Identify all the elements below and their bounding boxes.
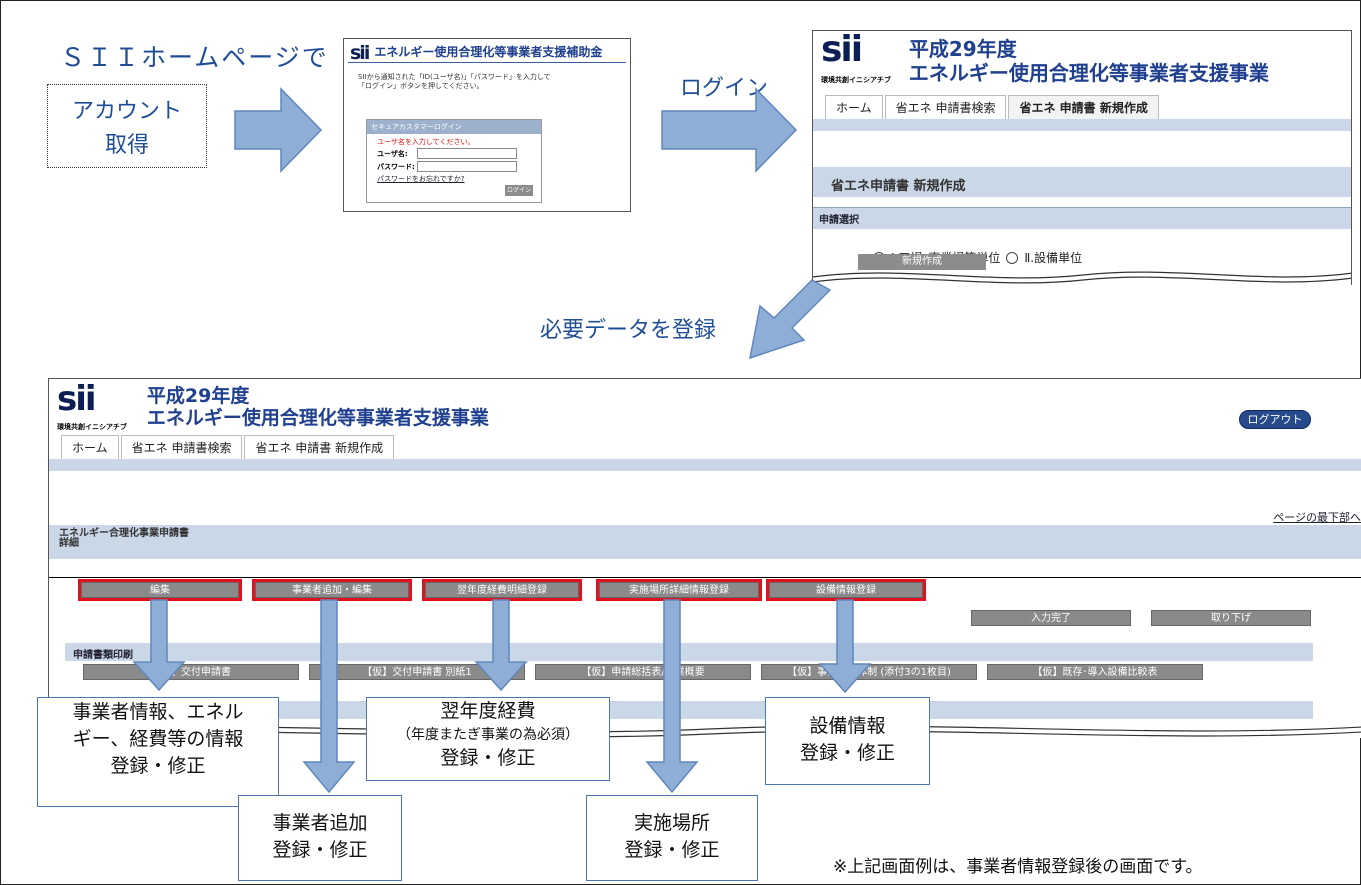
callout-site: 実施場所 登録・修正 xyxy=(586,795,758,881)
login-label: ログイン xyxy=(680,76,769,101)
logout-button[interactable]: ログアウト xyxy=(1239,410,1311,429)
account-box: アカウント 取得 xyxy=(47,84,207,168)
detail-title-2: エネルギー使用合理化等事業者支援事業 xyxy=(146,407,489,429)
next-year-expense-button[interactable]: 翌年度経費明細登録 xyxy=(422,579,582,601)
footnote: ※上記画面例は、事業者情報登録後の画面です。 xyxy=(833,857,1203,877)
detail-screenshot: sii 環境共創イニシアチブ 平成29年度 エネルギー使用合理化等事業者支援事業… xyxy=(48,378,1361,738)
detail-title-1: 平成29年度 xyxy=(146,385,250,407)
add-business-button[interactable]: 事業者追加・編集 xyxy=(252,579,412,601)
arrow-right-icon xyxy=(661,87,798,173)
login-button[interactable]: ログイン xyxy=(505,185,533,196)
print-button-2[interactable]: 【仮】交付申請書 別紙1 xyxy=(309,664,525,680)
create-title-1: 平成29年度 xyxy=(908,37,1017,61)
callout-business-info: 事業者情報、エネル ギー、経費等の情報 登録・修正 xyxy=(37,697,279,807)
username-label: ユーザ名: xyxy=(377,149,408,158)
withdraw-button[interactable]: 取り下げ xyxy=(1151,610,1311,626)
tab-create[interactable]: 省エネ 申請書 新規作成 xyxy=(244,435,395,459)
create-new-button[interactable]: 新規作成 xyxy=(858,254,986,270)
tab-search[interactable]: 省エネ 申請書検索 xyxy=(884,95,1007,119)
print-button-1[interactable]: 【仮】交付申請書 xyxy=(83,664,299,680)
register-label: 必要データを登録 xyxy=(540,318,717,343)
login-instruction-1: SIIから通知された「ID(ユーザ名)」「パスワード」を入力して xyxy=(358,73,551,81)
radio-option2[interactable] xyxy=(1006,251,1019,264)
forgot-password-link[interactable]: パスワードをお忘れですか? xyxy=(377,175,465,183)
sii-logo: sii 環境共創イニシアチブ xyxy=(821,30,891,85)
arrow-down-left-icon xyxy=(749,279,832,360)
account-line2: 取得 xyxy=(104,133,149,158)
arrow-right-icon xyxy=(234,87,323,173)
password-label: パスワード: xyxy=(377,162,415,171)
tab-create[interactable]: 省エネ 申請書 新規作成 xyxy=(1008,95,1159,119)
print-button-3[interactable]: 【仮】申請総括表/事業概要 xyxy=(535,664,751,680)
step1-title: ＳＩＩホームページで xyxy=(60,43,329,72)
username-input[interactable] xyxy=(417,148,517,159)
sii-logo: sii 環境共創イニシアチブ xyxy=(57,379,127,431)
print-header: 申請書類印刷 xyxy=(65,643,1313,661)
callout-equipment: 設備情報 登録・修正 xyxy=(765,697,930,785)
tab-home[interactable]: ホーム xyxy=(825,95,883,119)
login-box: セキュアカスタマーログイン ユーザ名を入力してください。 ユーザ名: パスワード… xyxy=(366,119,542,203)
callout-next-year: 翌年度経費 （年度またぎ事業の為必須） 登録・修正 xyxy=(366,697,610,781)
detail-section-title: エネルギー合理化事業申請書 詳細 xyxy=(49,525,1361,559)
password-input[interactable] xyxy=(417,161,517,172)
login-header: エネルギー使用合理化等事業者支援補助金 xyxy=(374,45,603,59)
print-button-5[interactable]: 【仮】既存･導入設備比較表 xyxy=(987,664,1203,680)
create-section-title: 省エネ申請書 新規作成 xyxy=(813,167,1351,197)
option2-label: Ⅱ.設備単位 xyxy=(1024,251,1083,265)
page-bottom-link[interactable]: ページの最下部へ xyxy=(1273,511,1361,524)
login-instruction-2: 「ログイン」ボタンを押してください。 xyxy=(358,82,484,90)
create-screenshot: sii 環境共創イニシアチブ 平成29年度 エネルギー使用合理化等事業者支援事業… xyxy=(812,30,1352,285)
login-screenshot: sii エネルギー使用合理化等事業者支援補助金 SIIから通知された「ID(ユー… xyxy=(343,38,631,212)
edit-button[interactable]: 編集 xyxy=(78,579,242,601)
site-detail-button[interactable]: 実施場所詳細情報登録 xyxy=(596,579,762,601)
sii-logo: sii xyxy=(350,42,370,64)
callout-add-business: 事業者追加 登録・修正 xyxy=(238,795,402,881)
create-title-2: エネルギー使用合理化等事業者支援事業 xyxy=(908,61,1269,85)
wavy-cut xyxy=(813,271,1351,285)
complete-button[interactable]: 入力完了 xyxy=(971,610,1131,626)
login-error: ユーザ名を入力してください。 xyxy=(377,138,475,146)
select-header: 申請選択 xyxy=(813,207,1351,229)
login-box-title: セキュアカスタマーログイン xyxy=(367,120,541,134)
tab-search[interactable]: 省エネ 申請書検索 xyxy=(120,435,243,459)
equipment-info-button[interactable]: 設備情報登録 xyxy=(766,579,926,601)
account-line1: アカウント xyxy=(71,99,182,124)
tab-home[interactable]: ホーム xyxy=(61,435,119,459)
